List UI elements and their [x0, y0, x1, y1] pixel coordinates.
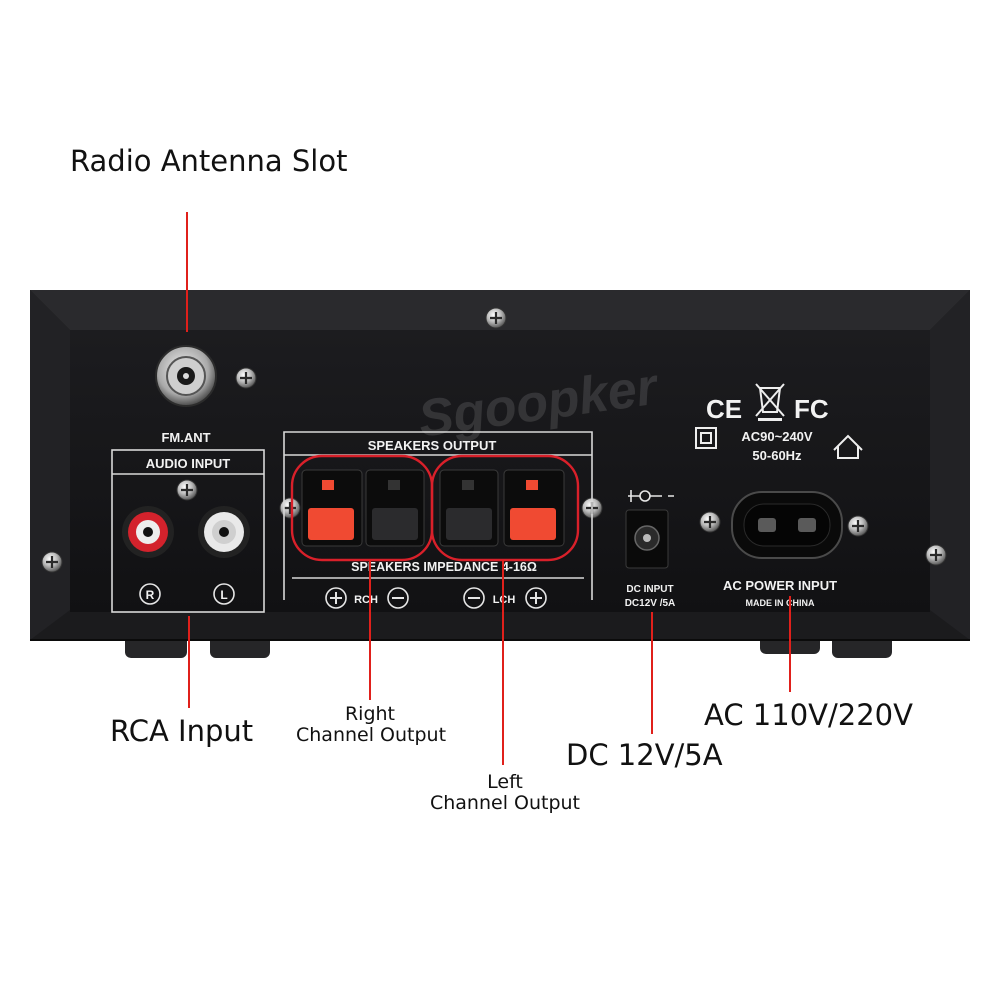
rch-polarity: RCH — [325, 587, 409, 609]
left-channel-callout-line1: Left — [487, 771, 523, 793]
rca-r-label: R — [146, 588, 155, 602]
screw-icon — [234, 366, 258, 390]
screw-icon — [278, 496, 302, 520]
dc-input-label: DC INPUT — [626, 584, 673, 595]
screw-icon — [484, 306, 508, 330]
dc-callout: DC 12V/5A — [566, 738, 723, 772]
dc-jack-icon — [625, 509, 669, 569]
rca-lead-line — [188, 616, 190, 708]
left-channel-callout: Left Channel Output — [422, 772, 588, 814]
ac-power-input-label: AC POWER INPUT — [723, 578, 837, 593]
dc-polarity-symbol — [628, 490, 674, 502]
ac-callout: AC 110V/220V — [704, 698, 913, 732]
audio-input-frame — [111, 449, 265, 613]
screw-icon — [698, 510, 722, 534]
ce-mark: CE — [706, 394, 742, 424]
speaker-terminal-icon — [503, 469, 565, 547]
impedance-label: SPEAKERS IMPEDANCE 4-16Ω — [351, 560, 537, 574]
house-icon — [833, 434, 863, 459]
ac-frequency-label: 50-60Hz — [752, 448, 802, 463]
antenna-lead-line — [186, 212, 188, 332]
speakers-output-label: SPEAKERS OUTPUT — [368, 438, 497, 453]
right-channel-callout: Right Channel Output — [296, 703, 447, 746]
antenna-jack-icon — [155, 345, 217, 407]
ac-socket-icon — [731, 491, 843, 559]
right-channel-lead-line — [369, 560, 371, 700]
fc-mark: FC — [794, 394, 829, 424]
screw-icon — [846, 514, 870, 538]
screw-icon — [175, 478, 199, 502]
rca-jack-icon — [198, 506, 250, 558]
made-in-label: MADE IN CHINA — [746, 598, 815, 608]
svg-text:RCH: RCH — [354, 594, 378, 606]
speaker-terminal-icon — [365, 469, 425, 547]
weee-bin-icon — [755, 383, 785, 421]
speakers-output-frame — [283, 431, 593, 600]
right-channel-callout-line1: Right — [344, 703, 396, 725]
dc-lead-line — [651, 612, 653, 734]
rca-l-label: L — [220, 588, 227, 602]
rca-callout: RCA Input — [110, 714, 254, 748]
screw-icon — [924, 543, 948, 567]
screw-icon — [40, 550, 64, 574]
dc-input-rating: DC12V /5A — [625, 598, 676, 609]
fm-ant-label: FM.ANT — [161, 430, 210, 445]
svg-text:LCH: LCH — [493, 594, 516, 606]
left-channel-callout-line2: Channel Output — [429, 791, 581, 814]
ac-lead-line — [789, 596, 791, 692]
lch-polarity: LCH — [463, 587, 547, 609]
right-channel-callout-line2: Channel Output — [296, 723, 447, 746]
speaker-terminal-icon — [301, 469, 363, 547]
rca-jack-icon — [122, 506, 174, 558]
left-channel-lead-line — [502, 560, 504, 765]
left-channel-highlight — [430, 454, 580, 562]
speaker-terminal-icon — [439, 469, 499, 547]
audio-input-label: AUDIO INPUT — [146, 456, 231, 471]
ac-range-label: AC90~240V — [741, 429, 813, 444]
antenna-callout: Radio Antenna Slot — [70, 144, 348, 178]
double-insulation-icon — [695, 427, 717, 449]
